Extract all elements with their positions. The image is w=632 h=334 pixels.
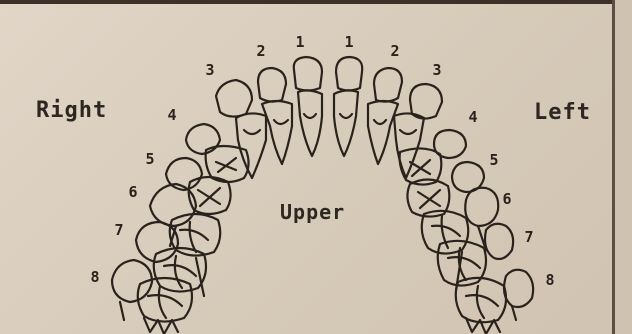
- tooth-right-1: [294, 57, 322, 156]
- tooth-number-left-2: 2: [387, 42, 403, 60]
- tooth-number-left-3: 3: [429, 61, 445, 79]
- tooth-left-4: [400, 130, 466, 185]
- right-side-label: Right: [36, 98, 107, 123]
- tooth-number-right-8: 8: [87, 268, 103, 286]
- tooth-number-left-1: 1: [341, 33, 357, 51]
- tooth-number-left-5: 5: [486, 151, 502, 169]
- tooth-left-7: [438, 224, 513, 286]
- tooth-number-left-4: 4: [465, 108, 481, 126]
- tooth-number-right-7: 7: [111, 221, 127, 239]
- tooth-left-8: [456, 270, 533, 334]
- upper-jaw-label: Upper: [280, 200, 345, 224]
- tooth-number-left-8: 8: [542, 271, 558, 289]
- tooth-left-6: [422, 188, 499, 254]
- tooth-number-right-1: 1: [292, 33, 308, 51]
- tooth-number-left-7: 7: [521, 228, 537, 246]
- tooth-right-6: [150, 184, 220, 256]
- tooth-number-right-5: 5: [142, 150, 158, 168]
- tooth-right-8: [112, 260, 192, 334]
- tooth-right-5: [166, 158, 231, 214]
- left-side-label: Left: [534, 100, 591, 125]
- tooth-number-right-2: 2: [253, 42, 269, 60]
- tooth-right-4: [186, 124, 249, 182]
- tooth-number-left-6: 6: [499, 190, 515, 208]
- tooth-number-right-3: 3: [202, 61, 218, 79]
- tooth-left-1: [334, 57, 362, 156]
- tooth-number-right-4: 4: [164, 106, 180, 124]
- tooth-number-right-6: 6: [125, 183, 141, 201]
